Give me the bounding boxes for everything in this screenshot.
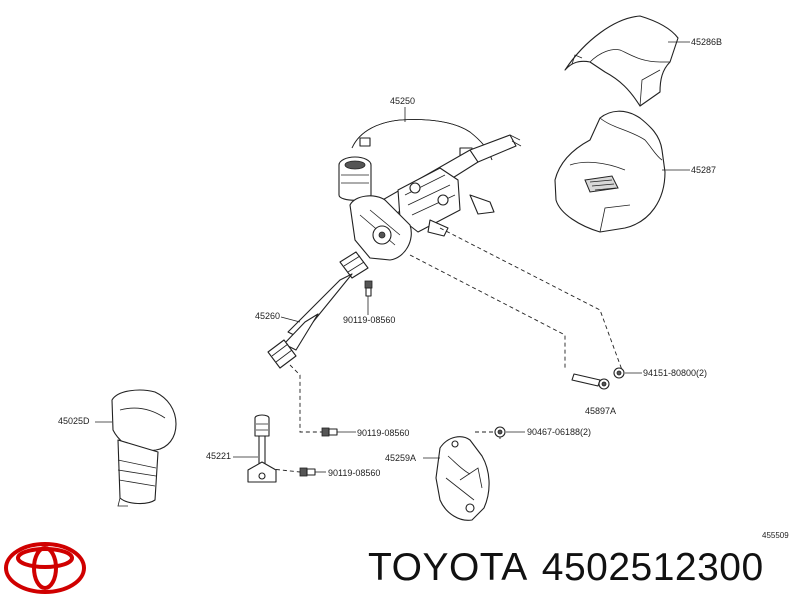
label-45025D: 45025D (58, 416, 90, 426)
brand-name: TOYOTA (368, 546, 528, 589)
column-bracket (435, 436, 490, 521)
label-45286B: 45286B (691, 37, 722, 47)
steering-column-assembly (338, 119, 522, 261)
steering-shaft (247, 414, 277, 483)
label-45287: 45287 (691, 165, 716, 175)
bolt-middle (321, 427, 338, 437)
diagram-reference-number: 455509 (762, 531, 789, 540)
label-90119-lower: 90119-08560 (328, 468, 380, 478)
label-90119-upper: 90119-08560 (343, 315, 395, 325)
label-45897A: 45897A (585, 406, 616, 416)
toyota-logo (4, 542, 86, 594)
lower-column-cover (554, 110, 666, 233)
upper-column-cover (564, 15, 679, 107)
intermediate-shaft (267, 251, 369, 369)
nut-94151 (613, 367, 625, 379)
leader-45260 (280, 316, 301, 323)
label-90467: 90467-06188(2) (527, 427, 591, 437)
clip-90467 (494, 426, 506, 438)
brand-caption: TOYOTA 4502512300 (368, 546, 764, 590)
bolt-upper (364, 280, 373, 297)
label-45250: 45250 (390, 96, 415, 106)
label-45221: 45221 (206, 451, 231, 461)
label-45260: 45260 (255, 311, 280, 321)
label-94151: 94151-80800(2) (643, 368, 707, 378)
label-45259A: 45259A (385, 453, 416, 463)
bolt-lower (299, 467, 316, 477)
column-hole-cover (111, 389, 177, 507)
bolt-45897A (571, 373, 610, 390)
part-number: 4502512300 (541, 546, 764, 589)
label-90119-middle: 90119-08560 (357, 428, 409, 438)
